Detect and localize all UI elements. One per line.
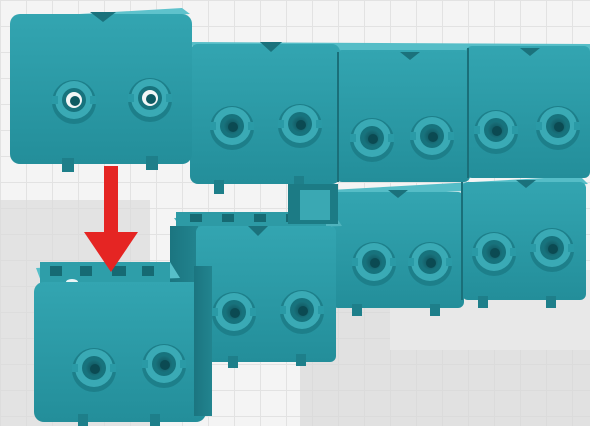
peg-connector [52, 80, 96, 124]
peg-connector [408, 242, 452, 286]
peg-connector [210, 106, 254, 150]
peg-connector [352, 242, 396, 286]
peg-connector [530, 228, 574, 272]
lower-left-block [34, 262, 212, 426]
peg-connector [278, 104, 322, 148]
peg-connector [474, 110, 518, 154]
peg-connector [72, 348, 116, 392]
peg-connector [410, 116, 454, 160]
peg-connector [142, 344, 186, 388]
peg-connector [280, 290, 324, 334]
peg-connector [128, 78, 172, 122]
peg-connector [536, 106, 580, 150]
peg-connector [472, 232, 516, 276]
peg-connector [212, 292, 256, 336]
peg-connector [350, 118, 394, 162]
